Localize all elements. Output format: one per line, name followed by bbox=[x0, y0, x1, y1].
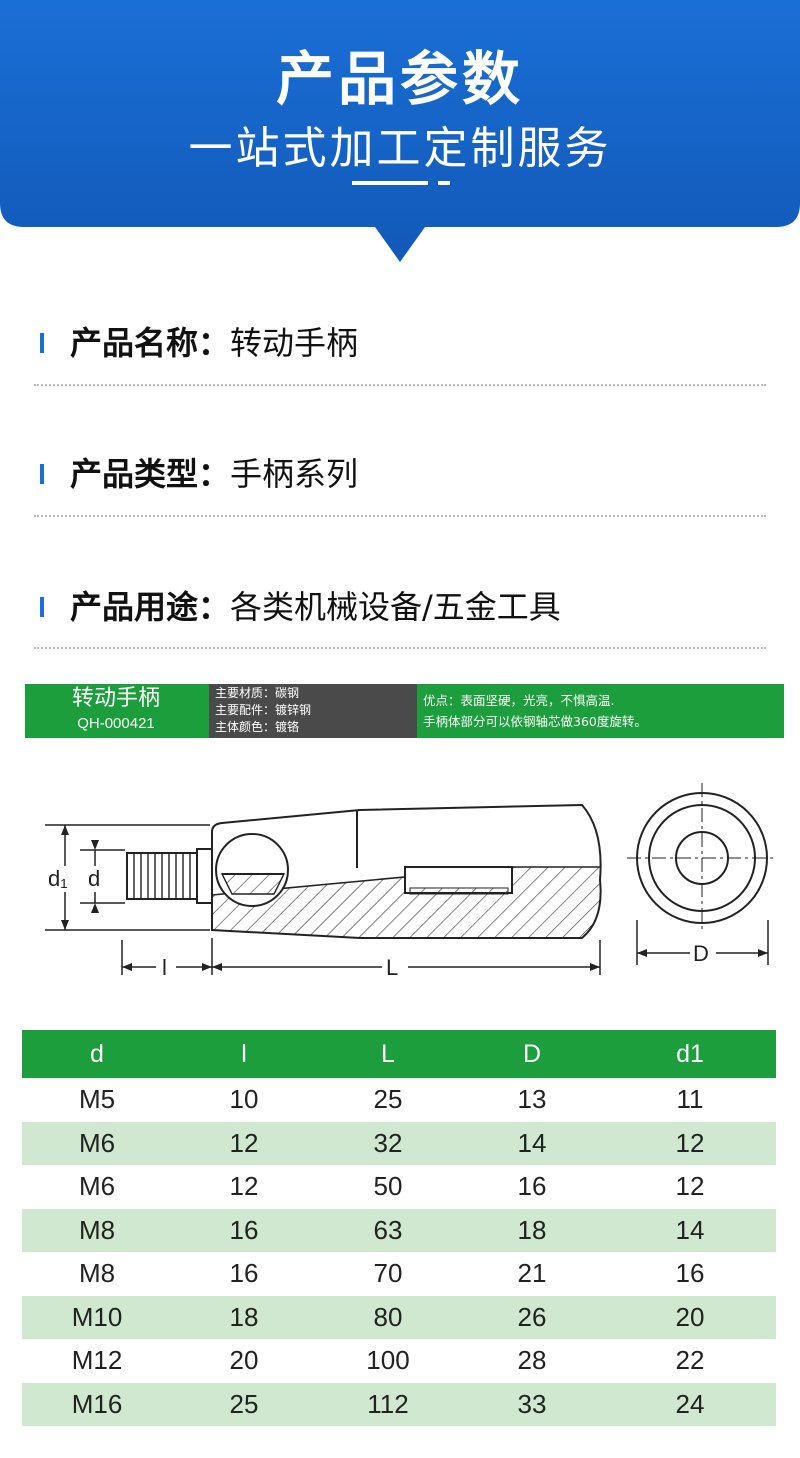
table-row: M6 12 32 14 12 bbox=[22, 1121, 776, 1165]
table-cell: 12 bbox=[675, 1171, 705, 1202]
column-header: D bbox=[460, 1030, 604, 1078]
info-marker bbox=[40, 333, 44, 353]
handle-end-view bbox=[627, 783, 777, 933]
dimension-arrows bbox=[61, 825, 768, 971]
info-label: 产品用途： bbox=[70, 588, 231, 626]
table-cell: 11 bbox=[676, 1084, 704, 1115]
banner-background bbox=[0, 0, 800, 262]
technical-drawing: d₁ d l L D bbox=[0, 770, 800, 985]
material-line: 主要材质：碳钢 bbox=[215, 686, 300, 700]
divider bbox=[34, 384, 766, 386]
info-marker bbox=[40, 464, 44, 484]
advantage-line: 手柄体部分可以依钢轴芯做360度旋转。 bbox=[423, 714, 647, 729]
table-cell: 28 bbox=[517, 1345, 547, 1376]
table-cell: M6 bbox=[22, 1121, 172, 1165]
table-header-row: d l L D d1 bbox=[22, 1030, 776, 1078]
dim-label-l: l bbox=[162, 955, 167, 980]
table-cell: 21 bbox=[517, 1258, 547, 1289]
table-cell: M8 bbox=[78, 1258, 116, 1289]
dim-label-d: d bbox=[88, 866, 100, 891]
table-cell: M6 bbox=[78, 1171, 116, 1202]
table-cell: M8 bbox=[22, 1208, 172, 1252]
column-header: d bbox=[22, 1030, 172, 1078]
table-cell: 50 bbox=[373, 1171, 403, 1202]
spec-banner: 转动手柄 QH-000421 主要材质：碳钢 主要配件：镀锌钢 主体颜色：镀铬 … bbox=[25, 684, 784, 738]
info-marker bbox=[40, 597, 44, 617]
advantage-line: 优点：表面坚硬，光亮，不惧高温. bbox=[423, 693, 615, 708]
info-label: 产品类型： bbox=[70, 455, 231, 493]
table-cell: 24 bbox=[604, 1382, 776, 1426]
divider bbox=[34, 647, 766, 649]
info-row-name: 产品名称：转动手柄 bbox=[36, 320, 766, 380]
header-banner: 产品参数 一站式加工定制服务 bbox=[0, 0, 800, 270]
table-cell: 80 bbox=[316, 1295, 460, 1339]
page-subtitle: 一站式加工定制服务 bbox=[188, 123, 612, 174]
column-header: d1 bbox=[604, 1030, 776, 1078]
color-line: 主体颜色：镀铬 bbox=[215, 720, 300, 734]
table-row: M12 20 100 28 22 bbox=[22, 1339, 776, 1383]
column-header: l bbox=[172, 1030, 316, 1078]
table-cell: 70 bbox=[373, 1258, 403, 1289]
info-label: 产品名称： bbox=[70, 324, 231, 362]
title-underline bbox=[352, 181, 450, 185]
table-cell: M5 bbox=[78, 1084, 116, 1115]
table-cell: 25 bbox=[373, 1084, 403, 1115]
table-cell: 32 bbox=[316, 1121, 460, 1165]
dim-label-L: L bbox=[386, 955, 398, 980]
table-row: M8 16 63 18 14 bbox=[22, 1208, 776, 1252]
table-cell: M12 bbox=[71, 1345, 123, 1376]
page-title: 产品参数 bbox=[275, 45, 524, 113]
table-cell: 12 bbox=[172, 1121, 316, 1165]
table-cell: 16 bbox=[517, 1171, 547, 1202]
table-cell: 26 bbox=[460, 1295, 604, 1339]
dim-label-D: D bbox=[693, 941, 709, 966]
table-cell: 13 bbox=[517, 1084, 547, 1115]
info-value: 手柄系列 bbox=[230, 455, 359, 493]
table-row: M10 18 80 26 20 bbox=[22, 1295, 776, 1339]
product-name: 转动手柄 bbox=[71, 686, 160, 711]
handle-side-view bbox=[126, 803, 602, 939]
table-row: M6 12 50 16 12 bbox=[22, 1165, 776, 1209]
divider bbox=[34, 515, 766, 517]
table-cell: 112 bbox=[316, 1382, 460, 1426]
table-cell: 10 bbox=[229, 1084, 259, 1115]
table-cell: 16 bbox=[229, 1258, 259, 1289]
table-cell: 18 bbox=[460, 1208, 604, 1252]
info-value: 转动手柄 bbox=[230, 324, 359, 362]
info-row-type: 产品类型：手柄系列 bbox=[36, 451, 766, 511]
table-cell: 22 bbox=[675, 1345, 705, 1376]
table-row: M8 16 70 21 16 bbox=[22, 1252, 776, 1296]
table-cell: 14 bbox=[460, 1121, 604, 1165]
table-cell: 100 bbox=[366, 1345, 410, 1376]
table-cell: 20 bbox=[604, 1295, 776, 1339]
table-cell: M10 bbox=[22, 1295, 172, 1339]
table-cell: 12 bbox=[229, 1171, 259, 1202]
product-name-block: 转动手柄 QH-000421 bbox=[25, 684, 207, 738]
product-code: QH-000421 bbox=[77, 715, 155, 732]
table-cell: 16 bbox=[172, 1208, 316, 1252]
advantages-info: 优点：表面坚硬，光亮，不惧高温. 手柄体部分可以依钢轴芯做360度旋转。 bbox=[423, 690, 647, 732]
column-header: L bbox=[316, 1030, 460, 1078]
info-row-usage: 产品用途：各类机械设备/五金工具 bbox=[36, 584, 766, 644]
table-cell: 20 bbox=[229, 1345, 259, 1376]
table-cell: 33 bbox=[460, 1382, 604, 1426]
table-row: M5 10 25 13 11 bbox=[22, 1078, 776, 1122]
table-cell: 63 bbox=[316, 1208, 460, 1252]
table-cell: M16 bbox=[22, 1382, 172, 1426]
handle-drawing-svg: d₁ d l L D bbox=[45, 783, 777, 980]
fitting-line: 主要配件：镀锌钢 bbox=[215, 703, 312, 717]
spec-table: d l L D d1 M5 10 25 13 11 M6 12 32 14 12… bbox=[22, 1030, 776, 1426]
table-cell: 16 bbox=[675, 1258, 705, 1289]
table-cell: 18 bbox=[172, 1295, 316, 1339]
table-cell: 12 bbox=[604, 1121, 776, 1165]
table-cell: 14 bbox=[604, 1208, 776, 1252]
info-value: 各类机械设备/五金工具 bbox=[230, 588, 561, 626]
table-row: M16 25 112 33 24 bbox=[22, 1382, 776, 1426]
material-info: 主要材质：碳钢 主要配件：镀锌钢 主体颜色：镀铬 bbox=[209, 684, 417, 738]
table-cell: 25 bbox=[172, 1382, 316, 1426]
dim-label-d1: d₁ bbox=[48, 866, 68, 891]
